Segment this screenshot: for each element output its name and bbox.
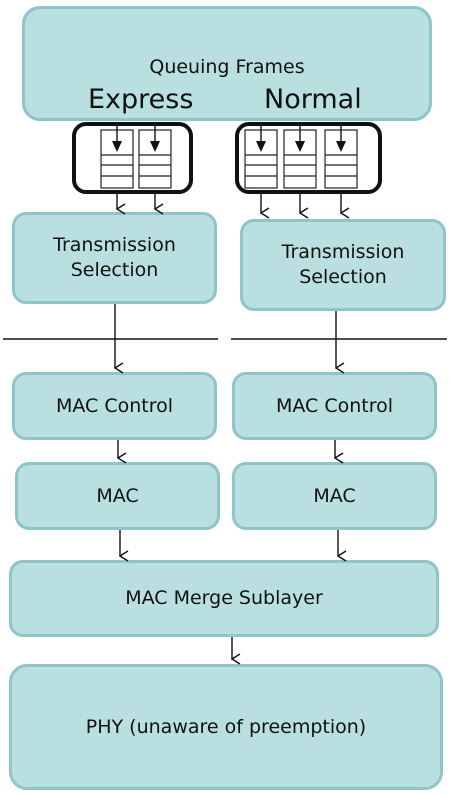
mac-control-right: MAC Control <box>232 372 437 440</box>
transmission-selection-right: Transmission Selection <box>240 219 446 311</box>
mac-merge-sublayer: MAC Merge Sublayer <box>9 560 439 637</box>
transmission-selection-left: Transmission Selection <box>12 212 217 304</box>
queuing-frames-box: Queuing Frames <box>22 6 432 121</box>
normal-label: Normal <box>264 84 362 115</box>
mac-control-left: MAC Control <box>12 372 217 440</box>
queuing-frames-title: Queuing Frames <box>149 56 305 78</box>
mac-right: MAC <box>232 462 437 530</box>
normal-queue-box <box>235 122 382 194</box>
express-label: Express <box>88 84 194 115</box>
express-queue-box <box>72 122 193 194</box>
mac-left: MAC <box>15 462 220 530</box>
phy-box: PHY (unaware of preemption) <box>9 664 443 790</box>
